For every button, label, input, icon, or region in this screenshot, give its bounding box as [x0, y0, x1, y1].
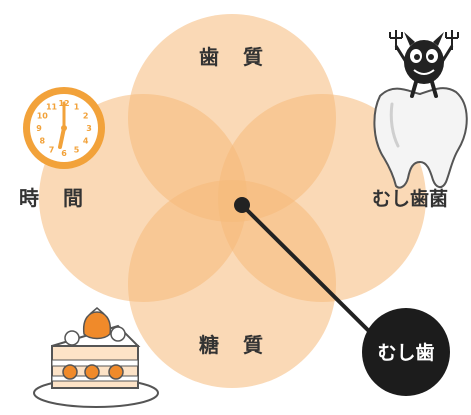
clock-number: 1	[74, 102, 80, 111]
label-sugar: 糖 質	[199, 333, 265, 357]
label-time: 時 間	[19, 186, 85, 210]
clock-icon: 121234567891011	[23, 87, 105, 169]
result-label: むし歯	[377, 341, 434, 364]
clock-number: 2	[83, 112, 89, 121]
clock-number: 11	[46, 102, 58, 111]
clock-number: 5	[74, 146, 80, 155]
label-bacteria: むし歯菌	[372, 187, 448, 210]
clock-number: 6	[61, 149, 67, 158]
circle-bottom	[128, 180, 336, 388]
clock-number: 4	[83, 137, 89, 146]
clock-number: 8	[40, 137, 46, 146]
clock-number: 9	[36, 124, 42, 133]
label-enamel: 歯 質	[199, 45, 265, 69]
pointer-line	[240, 203, 395, 357]
cake-icon	[33, 307, 159, 408]
result-badge: むし歯	[362, 308, 450, 396]
clock-number: 3	[86, 124, 92, 133]
tooth-germ-icon	[373, 30, 468, 189]
clock-number: 7	[49, 146, 55, 155]
center-dot	[234, 197, 250, 213]
clock-number: 10	[37, 112, 49, 121]
